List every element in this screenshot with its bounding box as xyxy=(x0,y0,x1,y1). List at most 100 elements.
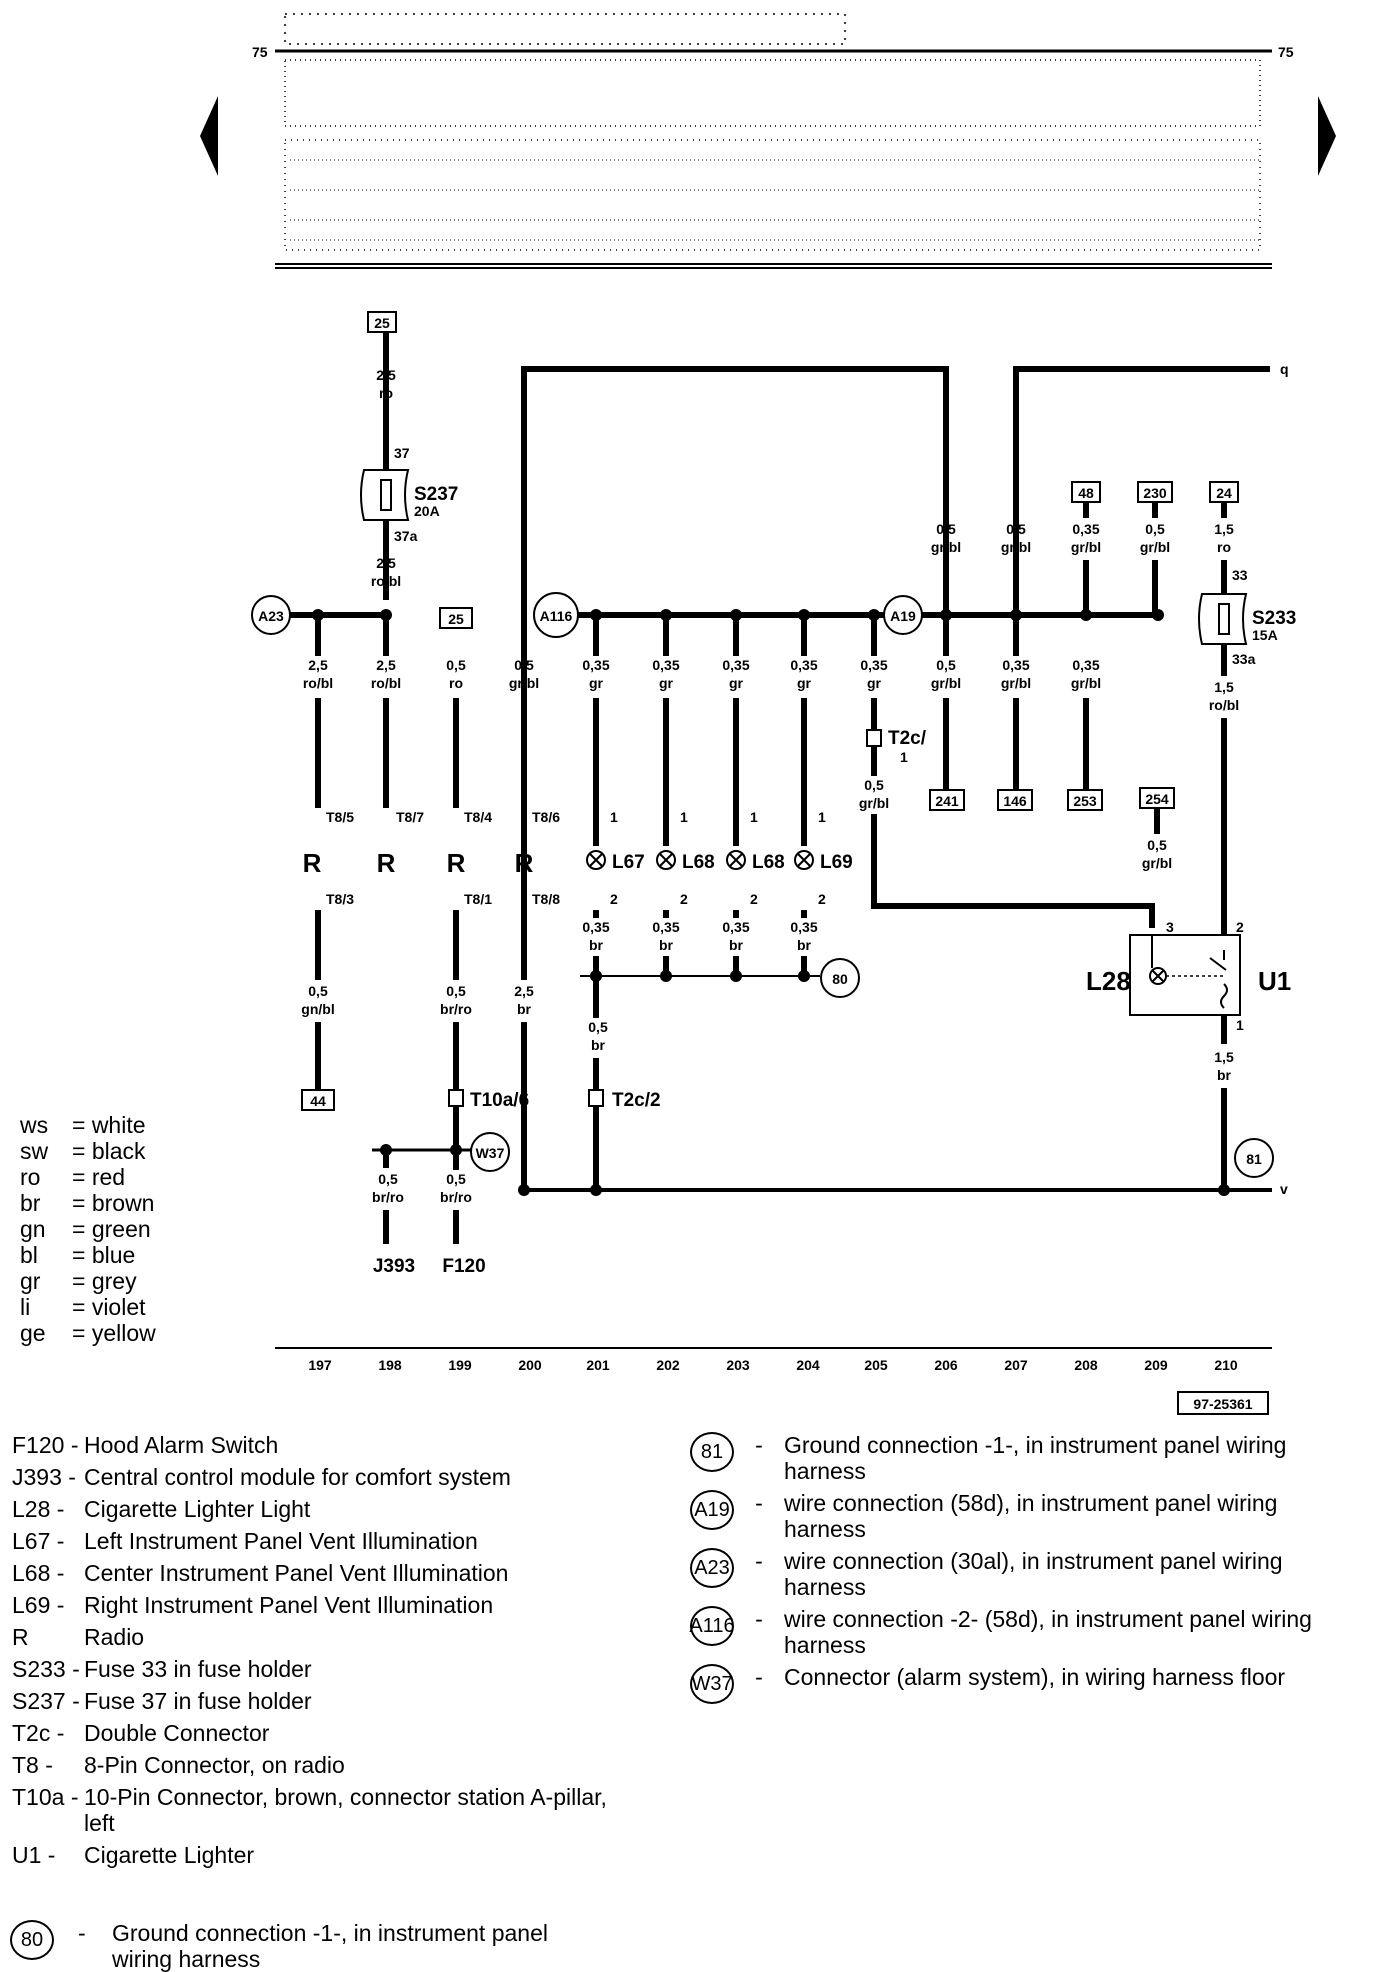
svg-text:210: 210 xyxy=(1214,1357,1238,1373)
next-page-arrow-icon[interactable] xyxy=(1318,96,1336,176)
component-code: T10a - xyxy=(12,1784,79,1810)
svg-text:1: 1 xyxy=(610,809,618,825)
svg-text:1: 1 xyxy=(1236,1017,1244,1033)
component-legend-row: L28 -Cigarette Lighter Light xyxy=(12,1496,612,1522)
svg-text:1,5: 1,5 xyxy=(1214,521,1234,537)
ground-legend-row: A23-wire connection (30al), in instrumen… xyxy=(690,1548,1330,1600)
cigarette-lighter: 3 2 1 L28 U1 1,5 br xyxy=(1086,919,1291,1190)
figure-id: 97-25361 xyxy=(1193,1396,1252,1412)
svg-text:T8/6: T8/6 xyxy=(532,809,560,825)
lower-wires: 0,5 gn/bl 44 0,5 br/ro T10a/6 2,5 br 0,3… xyxy=(301,361,1289,1277)
header-right-number: 75 xyxy=(1278,44,1294,60)
svg-text:25: 25 xyxy=(374,315,390,331)
component-description: Fuse 37 in fuse holder xyxy=(84,1688,312,1714)
svg-text:201: 201 xyxy=(586,1357,610,1373)
component-description: Double Connector xyxy=(84,1720,270,1746)
colour-code: ro xyxy=(20,1164,41,1190)
svg-text:20A: 20A xyxy=(414,503,440,519)
colour-code-row: br = brown xyxy=(20,1190,156,1216)
component-legend-row: J393 -Central control module for comfort… xyxy=(12,1464,612,1490)
bus-lines xyxy=(320,366,1270,930)
ground-80-legend: 80 - Ground connection -1-, in instrumen… xyxy=(10,1920,610,1972)
svg-text:R: R xyxy=(515,848,534,878)
svg-text:T10a/6: T10a/6 xyxy=(470,1090,529,1111)
svg-text:L68: L68 xyxy=(752,852,785,873)
ground-legend-row: A19-wire connection (58d), in instrument… xyxy=(690,1490,1330,1542)
colour-name: = violet xyxy=(72,1294,146,1320)
svg-text:0,5: 0,5 xyxy=(378,1171,398,1187)
ground-description: Ground connection -1-, in instrument pan… xyxy=(784,1432,1287,1484)
svg-text:L67: L67 xyxy=(612,852,645,873)
svg-text:gr: gr xyxy=(729,675,744,691)
svg-text:gr: gr xyxy=(797,675,812,691)
svg-text:25: 25 xyxy=(448,611,464,627)
svg-text:203: 203 xyxy=(726,1357,750,1373)
svg-text:T8/4: T8/4 xyxy=(464,809,492,825)
connection-id-icon: 81 xyxy=(690,1432,734,1472)
component-legend-row: L69 -Right Instrument Panel Vent Illumin… xyxy=(12,1592,612,1618)
component-description: Hood Alarm Switch xyxy=(84,1432,279,1458)
svg-text:br/ro: br/ro xyxy=(440,1001,472,1017)
ground-80-description: Ground connection -1-, in instrument pan… xyxy=(112,1920,548,1972)
svg-text:0,35: 0,35 xyxy=(652,657,679,673)
svg-text:0,35: 0,35 xyxy=(790,657,817,673)
svg-text:198: 198 xyxy=(378,1357,402,1373)
colour-code: li xyxy=(20,1294,31,1320)
colour-code: br xyxy=(20,1190,41,1216)
svg-text:0,5: 0,5 xyxy=(446,657,466,673)
vertical-wires xyxy=(315,615,1089,846)
svg-text:ro: ro xyxy=(449,675,463,691)
svg-text:T8/7: T8/7 xyxy=(396,809,424,825)
svg-text:24: 24 xyxy=(1216,485,1232,501)
f120-label: F120 xyxy=(442,1256,485,1277)
svg-text:ro/bl: ro/bl xyxy=(303,675,333,691)
svg-text:gr/bl: gr/bl xyxy=(509,675,539,691)
svg-text:146: 146 xyxy=(1003,793,1027,809)
colour-name: = brown xyxy=(72,1190,155,1216)
svg-text:br: br xyxy=(517,1001,532,1017)
svg-text:33a: 33a xyxy=(1232,651,1256,667)
svg-text:15A: 15A xyxy=(1252,627,1278,643)
svg-text:v: v xyxy=(1280,1181,1288,1197)
svg-text:gr/bl: gr/bl xyxy=(1140,539,1170,555)
svg-text:0,35: 0,35 xyxy=(582,657,609,673)
svg-text:2: 2 xyxy=(818,891,826,907)
component-legend-row: F120 -Hood Alarm Switch xyxy=(12,1432,612,1458)
column-numbers: 197 198 199 200 201 202 203 204 205 206 … xyxy=(275,1347,1272,1415)
svg-text:gr: gr xyxy=(659,675,674,691)
ground-description: Connector (alarm system), in wiring harn… xyxy=(784,1664,1286,1690)
svg-text:ro: ro xyxy=(1217,539,1231,555)
svg-text:0,35: 0,35 xyxy=(582,919,609,935)
svg-text:br: br xyxy=(1217,1067,1232,1083)
fuse-s237-label: S237 xyxy=(414,484,458,505)
ground-description: wire connection -2- (58d), in instrument… xyxy=(784,1606,1312,1658)
svg-text:1: 1 xyxy=(750,809,758,825)
svg-text:gr/bl: gr/bl xyxy=(1001,675,1031,691)
colour-code: ge xyxy=(20,1320,46,1346)
radio-label: R xyxy=(303,848,322,878)
svg-text:gr/bl: gr/bl xyxy=(1142,855,1172,871)
colour-code: sw xyxy=(20,1138,49,1164)
vent-lamps: 1 L67 2 1 L68 2 1 L68 2 1 xyxy=(586,809,853,907)
svg-text:204: 204 xyxy=(796,1357,820,1373)
svg-text:T2c/: T2c/ xyxy=(888,728,927,749)
svg-text:gr: gr xyxy=(867,675,882,691)
prev-page-arrow-icon[interactable] xyxy=(200,96,218,176)
svg-text:L68: L68 xyxy=(682,852,715,873)
colour-code-row: gr= grey xyxy=(20,1268,156,1294)
svg-text:205: 205 xyxy=(864,1357,888,1373)
colour-code: gn xyxy=(20,1216,46,1242)
svg-text:T8/1: T8/1 xyxy=(464,891,492,907)
svg-text:230: 230 xyxy=(1143,485,1167,501)
svg-text:33: 33 xyxy=(1232,567,1248,583)
svg-text:gr/bl: gr/bl xyxy=(931,539,961,555)
colour-code: bl xyxy=(20,1242,38,1268)
component-description: Cigarette Lighter xyxy=(84,1842,255,1868)
svg-text:br/ro: br/ro xyxy=(440,1189,472,1205)
svg-text:0,35: 0,35 xyxy=(1072,657,1099,673)
colour-name: = blue xyxy=(72,1242,136,1268)
svg-text:2,5: 2,5 xyxy=(376,367,396,383)
svg-text:206: 206 xyxy=(934,1357,958,1373)
svg-text:gr/bl: gr/bl xyxy=(1001,539,1031,555)
